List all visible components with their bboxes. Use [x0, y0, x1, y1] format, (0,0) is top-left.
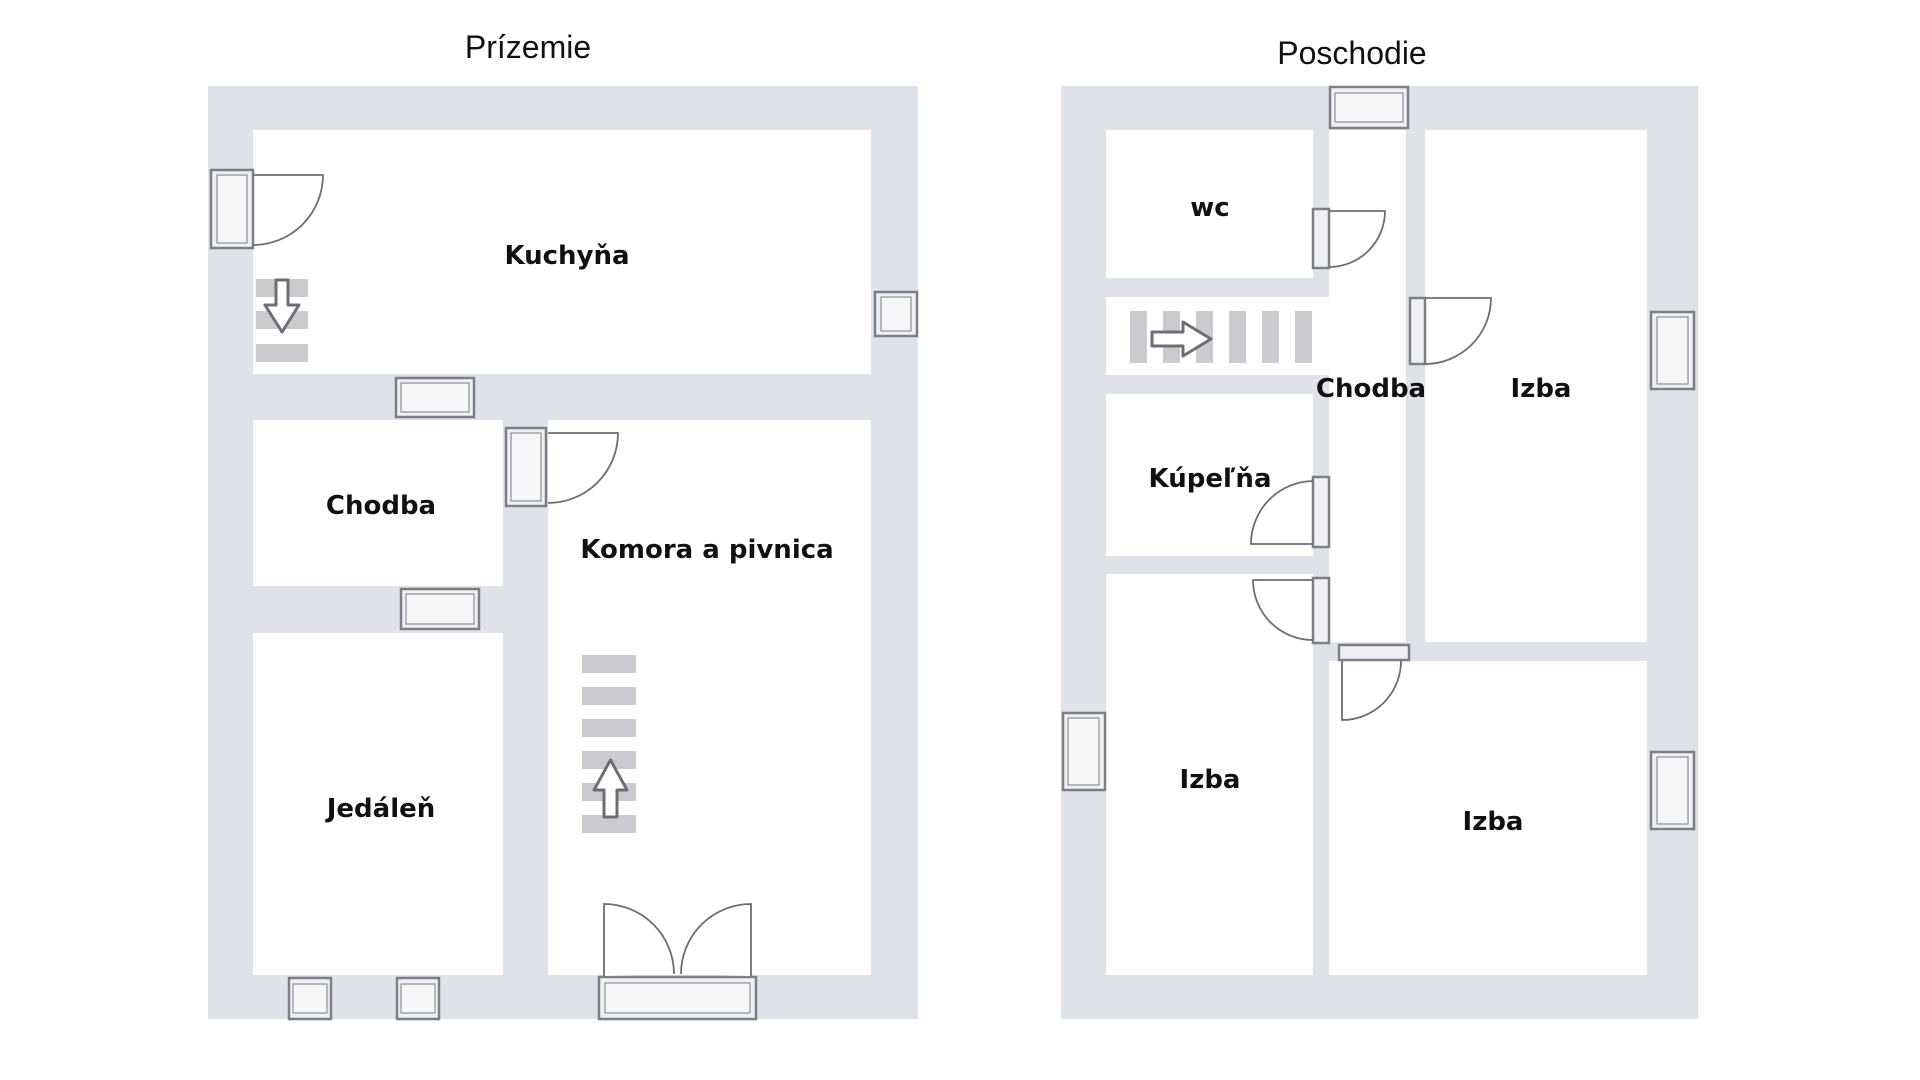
window-icon	[873, 290, 919, 338]
upper-floor-title: Poschodie	[1277, 35, 1426, 71]
door-swing-icon	[1424, 297, 1492, 365]
window-icon	[1061, 711, 1107, 792]
stairs-icon	[256, 279, 308, 362]
room-kitchen	[253, 130, 871, 374]
window-icon	[1649, 310, 1696, 391]
label-hall-upper: Chodba	[1316, 374, 1426, 404]
door-swing-icon	[547, 432, 619, 504]
arrow-right-icon	[1150, 320, 1213, 358]
door-swing-icon	[1328, 210, 1386, 268]
window-icon	[287, 976, 333, 1021]
window-icon	[1328, 85, 1410, 130]
room-wc	[1106, 130, 1313, 278]
door-frame	[504, 426, 548, 508]
door-swing-icon	[1252, 579, 1314, 641]
door-swing-icon	[1341, 660, 1402, 721]
label-izba-right-bottom: Izba	[1463, 807, 1524, 837]
room-izba-right-top	[1425, 130, 1647, 642]
window-icon	[1649, 750, 1696, 831]
window-icon	[395, 976, 441, 1021]
room-hall-upper	[1329, 130, 1406, 642]
arrow-down-icon	[263, 278, 301, 334]
ground-floor-title: Prízemie	[465, 29, 591, 65]
door-frame	[1337, 643, 1411, 662]
room-bathroom	[1106, 394, 1313, 556]
label-pantry: Komora a pivnica	[580, 535, 833, 565]
door-frame	[1311, 207, 1331, 270]
door-frame	[1311, 475, 1331, 549]
room-dining	[253, 633, 503, 975]
room-izba-right-bottom	[1329, 661, 1647, 975]
door-swing-icon	[1250, 480, 1314, 545]
room-hall-ground	[253, 420, 503, 586]
arrow-up-icon	[592, 758, 629, 819]
label-wc: wc	[1190, 193, 1229, 223]
room-izba-left-bottom	[1106, 574, 1313, 975]
double-door-icon	[597, 903, 758, 1021]
label-bathroom: Kúpeľňa	[1149, 464, 1272, 494]
door-frame	[1408, 296, 1427, 366]
label-dining: Jedáleň	[325, 794, 436, 824]
label-izba-right-top: Izba	[1511, 374, 1572, 404]
door-frame	[399, 587, 481, 631]
door-swing-icon	[252, 174, 324, 246]
label-hall-ground: Chodba	[326, 491, 436, 521]
door-frame	[1311, 576, 1331, 645]
upper-floor: Poschodie	[1061, 35, 1698, 1019]
door-frame	[394, 376, 476, 419]
label-kitchen: Kuchyňa	[504, 241, 629, 271]
label-izba-left-bottom: Izba	[1180, 765, 1241, 795]
ground-floor: Prízemie	[208, 29, 919, 1021]
door-frame	[209, 168, 255, 250]
